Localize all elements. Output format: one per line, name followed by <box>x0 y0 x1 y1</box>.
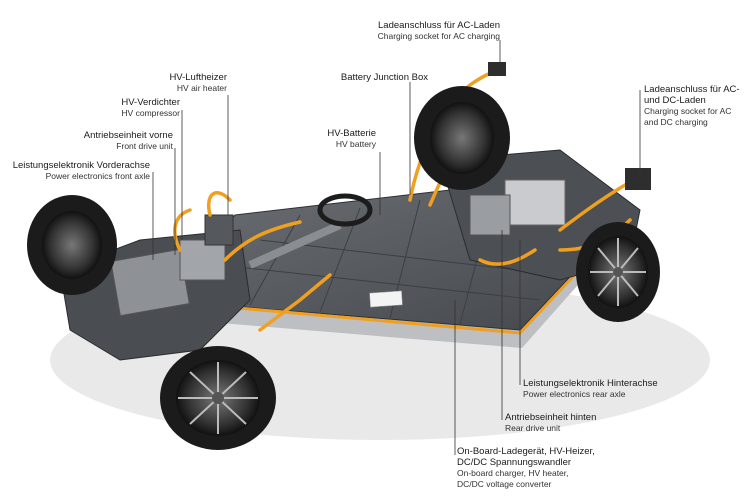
label-charger: On-Board-Ladegerät, HV-Heizer, DC/DC Spa… <box>457 446 595 490</box>
ac-socket-body <box>488 62 506 76</box>
steering-column <box>248 221 342 269</box>
ac-socket-de: Ladeanschluss für AC-Laden <box>378 20 500 31</box>
ac-socket-en: Charging socket for AC charging <box>377 31 500 41</box>
label-rear-power: Leistungselektronik Hinterachse Power el… <box>523 378 658 400</box>
junction-box-de: Battery Junction Box <box>340 72 428 83</box>
hv-battery-de: HV-Batterie <box>327 128 376 139</box>
ac-dc-socket-de-2: und DC-Laden <box>644 95 706 106</box>
rear-drive-unit-body <box>469 194 511 236</box>
label-front-power: Leistungselektronik Vorderachse Power el… <box>13 160 150 182</box>
ac-dc-socket-body <box>625 168 651 190</box>
wheel-rear-left <box>414 86 510 190</box>
hv-battery-en: HV battery <box>335 139 376 149</box>
label-front-drive: Antriebseinheit vorne Front drive unit <box>84 130 173 152</box>
battery-warning-label <box>369 290 403 308</box>
air-heater-en: HV air heater <box>176 83 227 93</box>
label-junction-box: Battery Junction Box <box>341 72 428 83</box>
label-air-heater: HV-Luftheizer HV air heater <box>169 72 227 94</box>
air-heater-de: HV-Luftheizer <box>169 72 227 83</box>
hv-heater-box <box>204 214 234 246</box>
rear-power-electronics-body <box>504 179 566 226</box>
charger-en-1: On-board charger, HV heater, <box>457 468 569 478</box>
wheel-rear-right <box>576 222 660 322</box>
compressor-de: HV-Verdichter <box>121 97 180 108</box>
wheel-front-right <box>160 346 276 450</box>
charger-de-1: On-Board-Ladegerät, HV-Heizer, <box>457 446 595 457</box>
rear-power-de: Leistungselektronik Hinterachse <box>523 378 658 389</box>
steering-wheel <box>317 193 373 227</box>
rear-drive-en: Rear drive unit <box>505 423 561 433</box>
front-power-en: Power electronics front axle <box>45 171 150 181</box>
label-ac-socket: Ladeanschluss für AC-Laden Charging sock… <box>378 20 500 42</box>
rear-drive-de: Antriebseinheit hinten <box>505 412 597 423</box>
label-compressor: HV-Verdichter HV compressor <box>121 97 180 119</box>
leader-lines <box>152 40 641 455</box>
front-drive-unit-body <box>110 248 190 317</box>
charger-de-2: DC/DC Spannungswandler <box>457 457 572 468</box>
front-power-electronics-body <box>179 239 226 281</box>
wheel-front-left <box>27 195 117 295</box>
ac-dc-socket-en-1: Charging socket for AC <box>644 106 732 116</box>
front-drive-de: Antriebseinheit vorne <box>83 130 173 141</box>
label-hv-battery: HV-Batterie HV battery <box>327 128 376 150</box>
charger-en-2: DC/DC voltage converter <box>457 479 552 489</box>
label-ac-dc-socket: Ladeanschluss für AC- und DC-Laden Charg… <box>644 84 740 128</box>
front-power-de: Leistungselektronik Vorderachse <box>12 160 150 171</box>
label-rear-drive: Antriebseinheit hinten Rear drive unit <box>505 412 596 434</box>
ac-dc-socket-de-1: Ladeanschluss für AC- <box>644 84 740 95</box>
rear-power-en: Power electronics rear axle <box>523 389 626 399</box>
compressor-en: HV compressor <box>121 108 180 118</box>
ac-dc-socket-en-2: and DC charging <box>644 117 708 127</box>
front-drive-en: Front drive unit <box>116 141 173 151</box>
